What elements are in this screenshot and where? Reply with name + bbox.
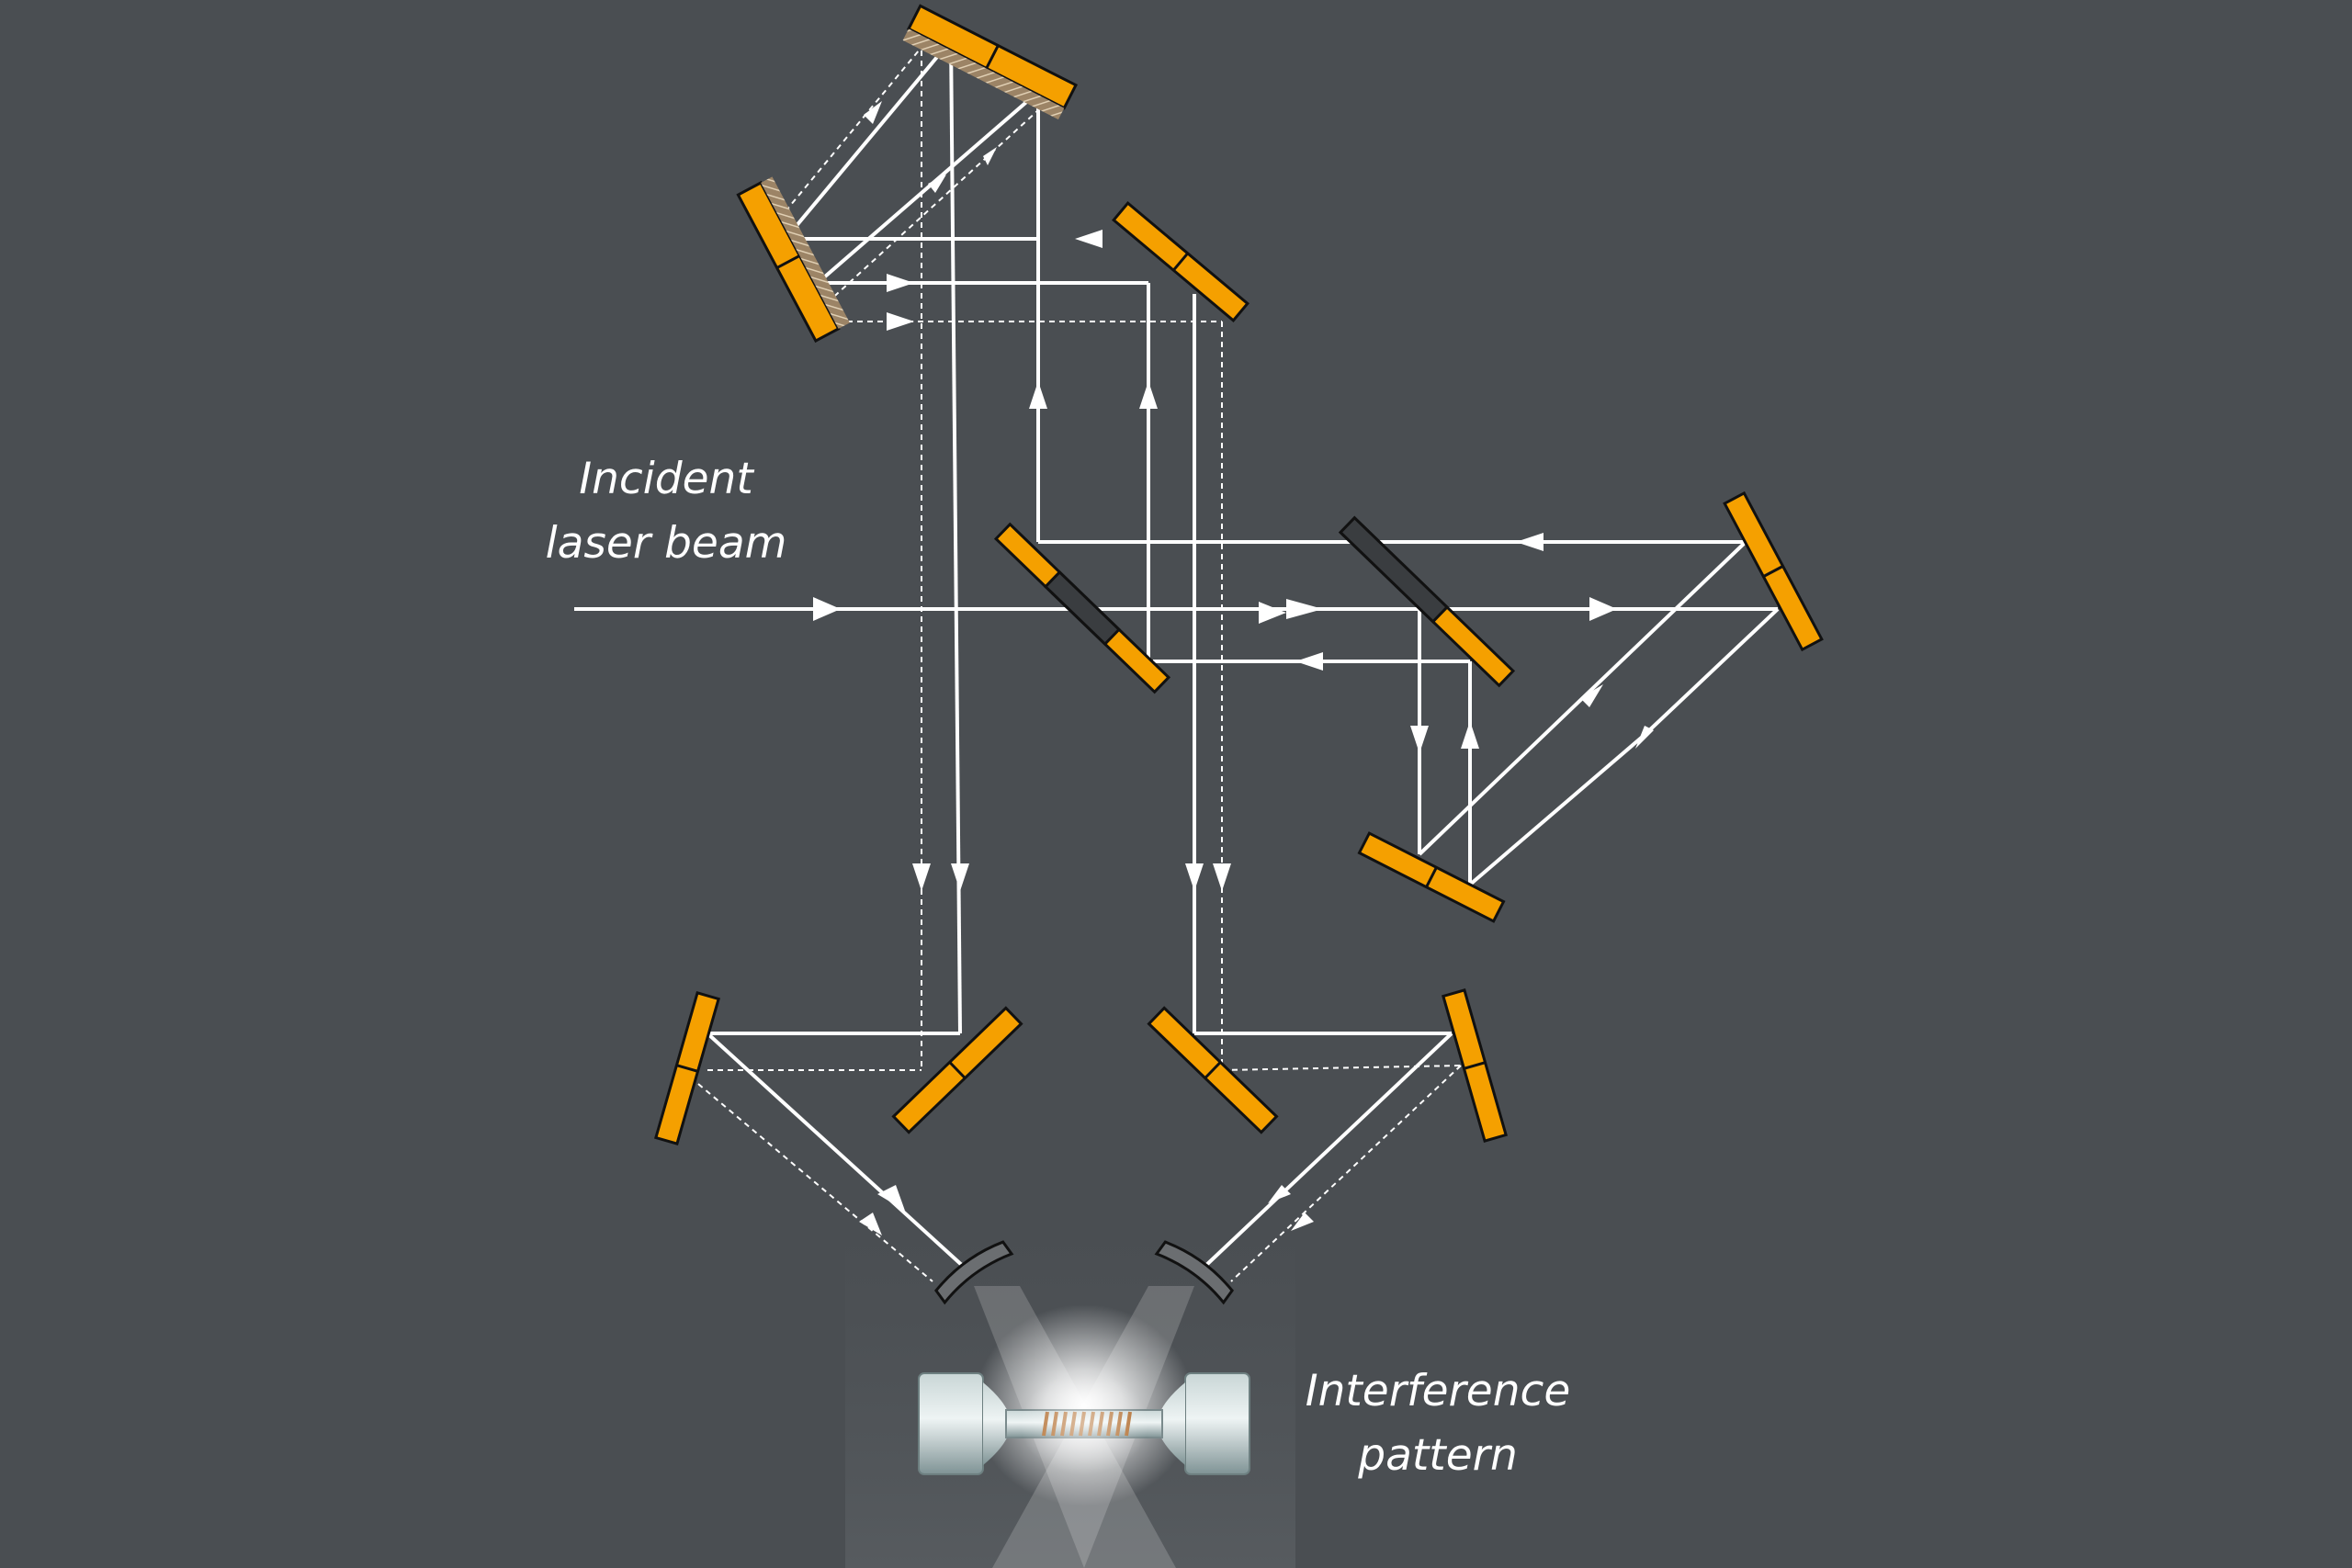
- arrowheads: [813, 101, 1654, 1235]
- mirror-far-right: [1723, 491, 1824, 652]
- arrow-diag-3: [1268, 1185, 1291, 1203]
- lens-right: [1154, 1240, 1234, 1305]
- arrow-down-1: [1410, 726, 1429, 753]
- arrow-down-left-2: [951, 863, 969, 891]
- holder-left-cap: [918, 1372, 984, 1475]
- arrow-return-left-2: [1295, 652, 1323, 671]
- arrow-top-right: [887, 274, 914, 292]
- arrow-down-right-2: [1213, 863, 1231, 891]
- beam-splitter-center: [993, 522, 1171, 694]
- arrow-up-3: [1461, 721, 1479, 749]
- arrow-down-left-1: [912, 863, 931, 891]
- mirror-bottom-right-inner: [1147, 1006, 1279, 1134]
- arrow-down-right-1: [1185, 863, 1204, 891]
- arrow-up-1: [1029, 381, 1047, 409]
- mirror-upper-right: [1112, 201, 1250, 322]
- lens-left: [934, 1240, 1014, 1305]
- incident-label-line1: Incident: [579, 454, 753, 504]
- arrow-grating-3: [983, 147, 997, 165]
- mirror-right-lower: [1357, 831, 1506, 923]
- arrow-top-left: [1075, 230, 1102, 248]
- arrow-tri-2: [1635, 726, 1654, 749]
- grating-left: [736, 176, 850, 344]
- mirror-bottom-left-outer: [654, 991, 720, 1145]
- interference-label-line1: Interference: [1305, 1366, 1571, 1416]
- arrow-diag-4: [1291, 1213, 1314, 1231]
- arrow-grating-1: [864, 101, 882, 124]
- mirror-bottom-left-inner: [891, 1006, 1023, 1134]
- arrow-diag-1: [877, 1185, 905, 1211]
- interference-label-line2: pattern: [1358, 1430, 1518, 1481]
- incident-label-line2: laser beam: [545, 518, 787, 569]
- arrow-mid-2: [1286, 599, 1323, 619]
- holder-right-cap: [1184, 1372, 1250, 1475]
- arrow-incident: [813, 597, 841, 621]
- focusing-mirrors: [934, 1240, 1234, 1305]
- mirrors: [654, 4, 1824, 1145]
- arrow-mid-1: [1259, 602, 1286, 624]
- arrow-mid-3: [1589, 597, 1617, 621]
- arrow-top-right-2: [887, 312, 914, 331]
- mirror-bottom-right-outer: [1442, 988, 1508, 1143]
- grating-top: [902, 4, 1079, 120]
- incident-laser-beam-label: Incident laser beam: [514, 447, 818, 576]
- dashed-beams: [697, 50, 1462, 1282]
- interference-pattern-label: Interference pattern: [1268, 1359, 1608, 1488]
- sample-holder: [918, 1372, 1250, 1475]
- arrow-diag-2: [859, 1213, 882, 1235]
- beam-splitter-right: [1338, 515, 1516, 688]
- arrow-grating-2: [928, 175, 946, 193]
- arrow-tri-1: [1580, 684, 1603, 707]
- arrow-return-left: [1516, 533, 1544, 551]
- arrow-up-2: [1139, 381, 1158, 409]
